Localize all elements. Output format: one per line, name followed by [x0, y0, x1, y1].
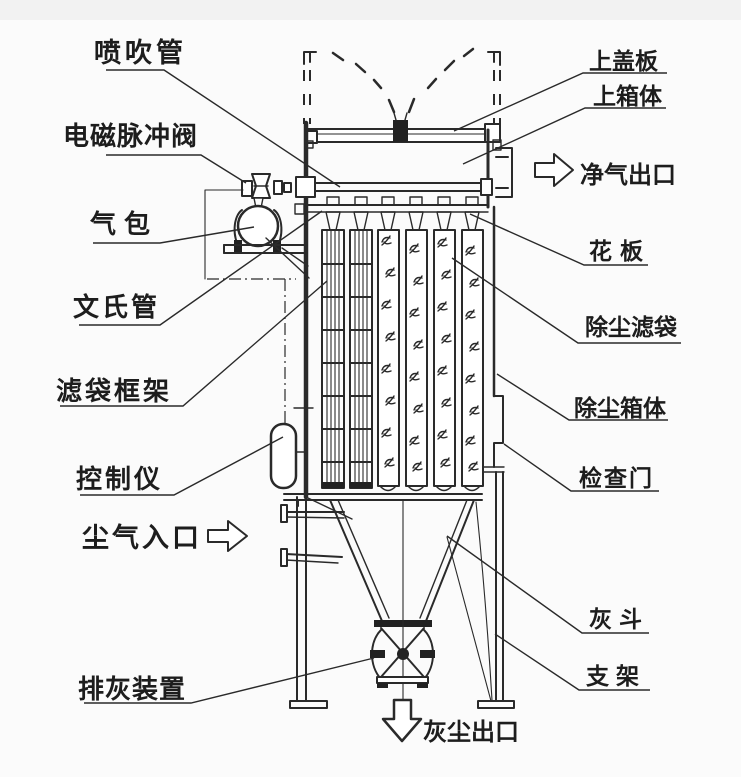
label-air-bag: 气包 — [89, 209, 158, 240]
label-controller: 控制仪 — [76, 465, 163, 495]
outlet-flow-arrow — [534, 153, 574, 187]
label-dusty-gas-inlet: 尘气入口 — [82, 523, 202, 554]
label-top-cover: 上盖板 — [589, 48, 659, 75]
ash-hopper — [329, 499, 475, 713]
electromagnetic-pulse-valve — [241, 173, 292, 209]
mount-panel — [204, 189, 314, 424]
air-bag-tank — [223, 204, 310, 279]
venturi-tubes — [325, 196, 480, 231]
label-dust-outlet: 灰尘出口 — [423, 718, 519, 746]
blow-pipe — [295, 176, 493, 198]
lid-hinge — [393, 120, 408, 142]
top-cover-plate — [304, 112, 502, 151]
label-inspection-door: 检查门 — [579, 465, 654, 492]
ash-discharge-valve — [370, 627, 435, 688]
filter-bag-cages — [321, 229, 373, 489]
label-ash-hopper: 灰斗 — [589, 606, 649, 633]
label-tube-sheet: 花板 — [589, 239, 651, 265]
open-lid-dashed-outline — [303, 47, 501, 124]
label-dust-box: 除尘箱体 — [574, 395, 667, 422]
label-bag-cage: 滤袋框架 — [56, 377, 172, 407]
dust-box-right-wall — [482, 205, 505, 473]
labels: 喷吹管 电磁脉冲阀 气包 文氏管 滤袋框架 控制仪 尘气入口 排灰装置 上盖板 … — [56, 38, 678, 746]
label-pulse-valve: 电磁脉冲阀 — [63, 121, 198, 152]
label-ash-discharge: 排灰装置 — [78, 675, 186, 705]
dust-filter-bags — [377, 229, 484, 492]
controller-instrument — [269, 422, 307, 490]
label-filter-bag: 除尘滤袋 — [585, 314, 678, 341]
inspection-door-outline — [493, 395, 504, 468]
dust-outlet-arrow — [381, 698, 423, 743]
support-leg-right — [446, 471, 515, 709]
leader-lines — [60, 69, 681, 704]
label-support: 支架 — [585, 664, 646, 690]
lid-swing-dashes — [331, 47, 475, 114]
support-leg-left — [289, 496, 328, 709]
label-clean-gas-outlet: 净气出口 — [580, 161, 676, 189]
label-venturi: 文氏管 — [73, 292, 160, 323]
label-upper-box: 上箱体 — [593, 83, 663, 110]
label-blow-pipe: 喷吹管 — [94, 38, 187, 69]
top-margin — [0, 0, 741, 20]
inlet-flow-arrow — [207, 520, 248, 552]
clean-gas-outlet-flange — [495, 147, 513, 198]
